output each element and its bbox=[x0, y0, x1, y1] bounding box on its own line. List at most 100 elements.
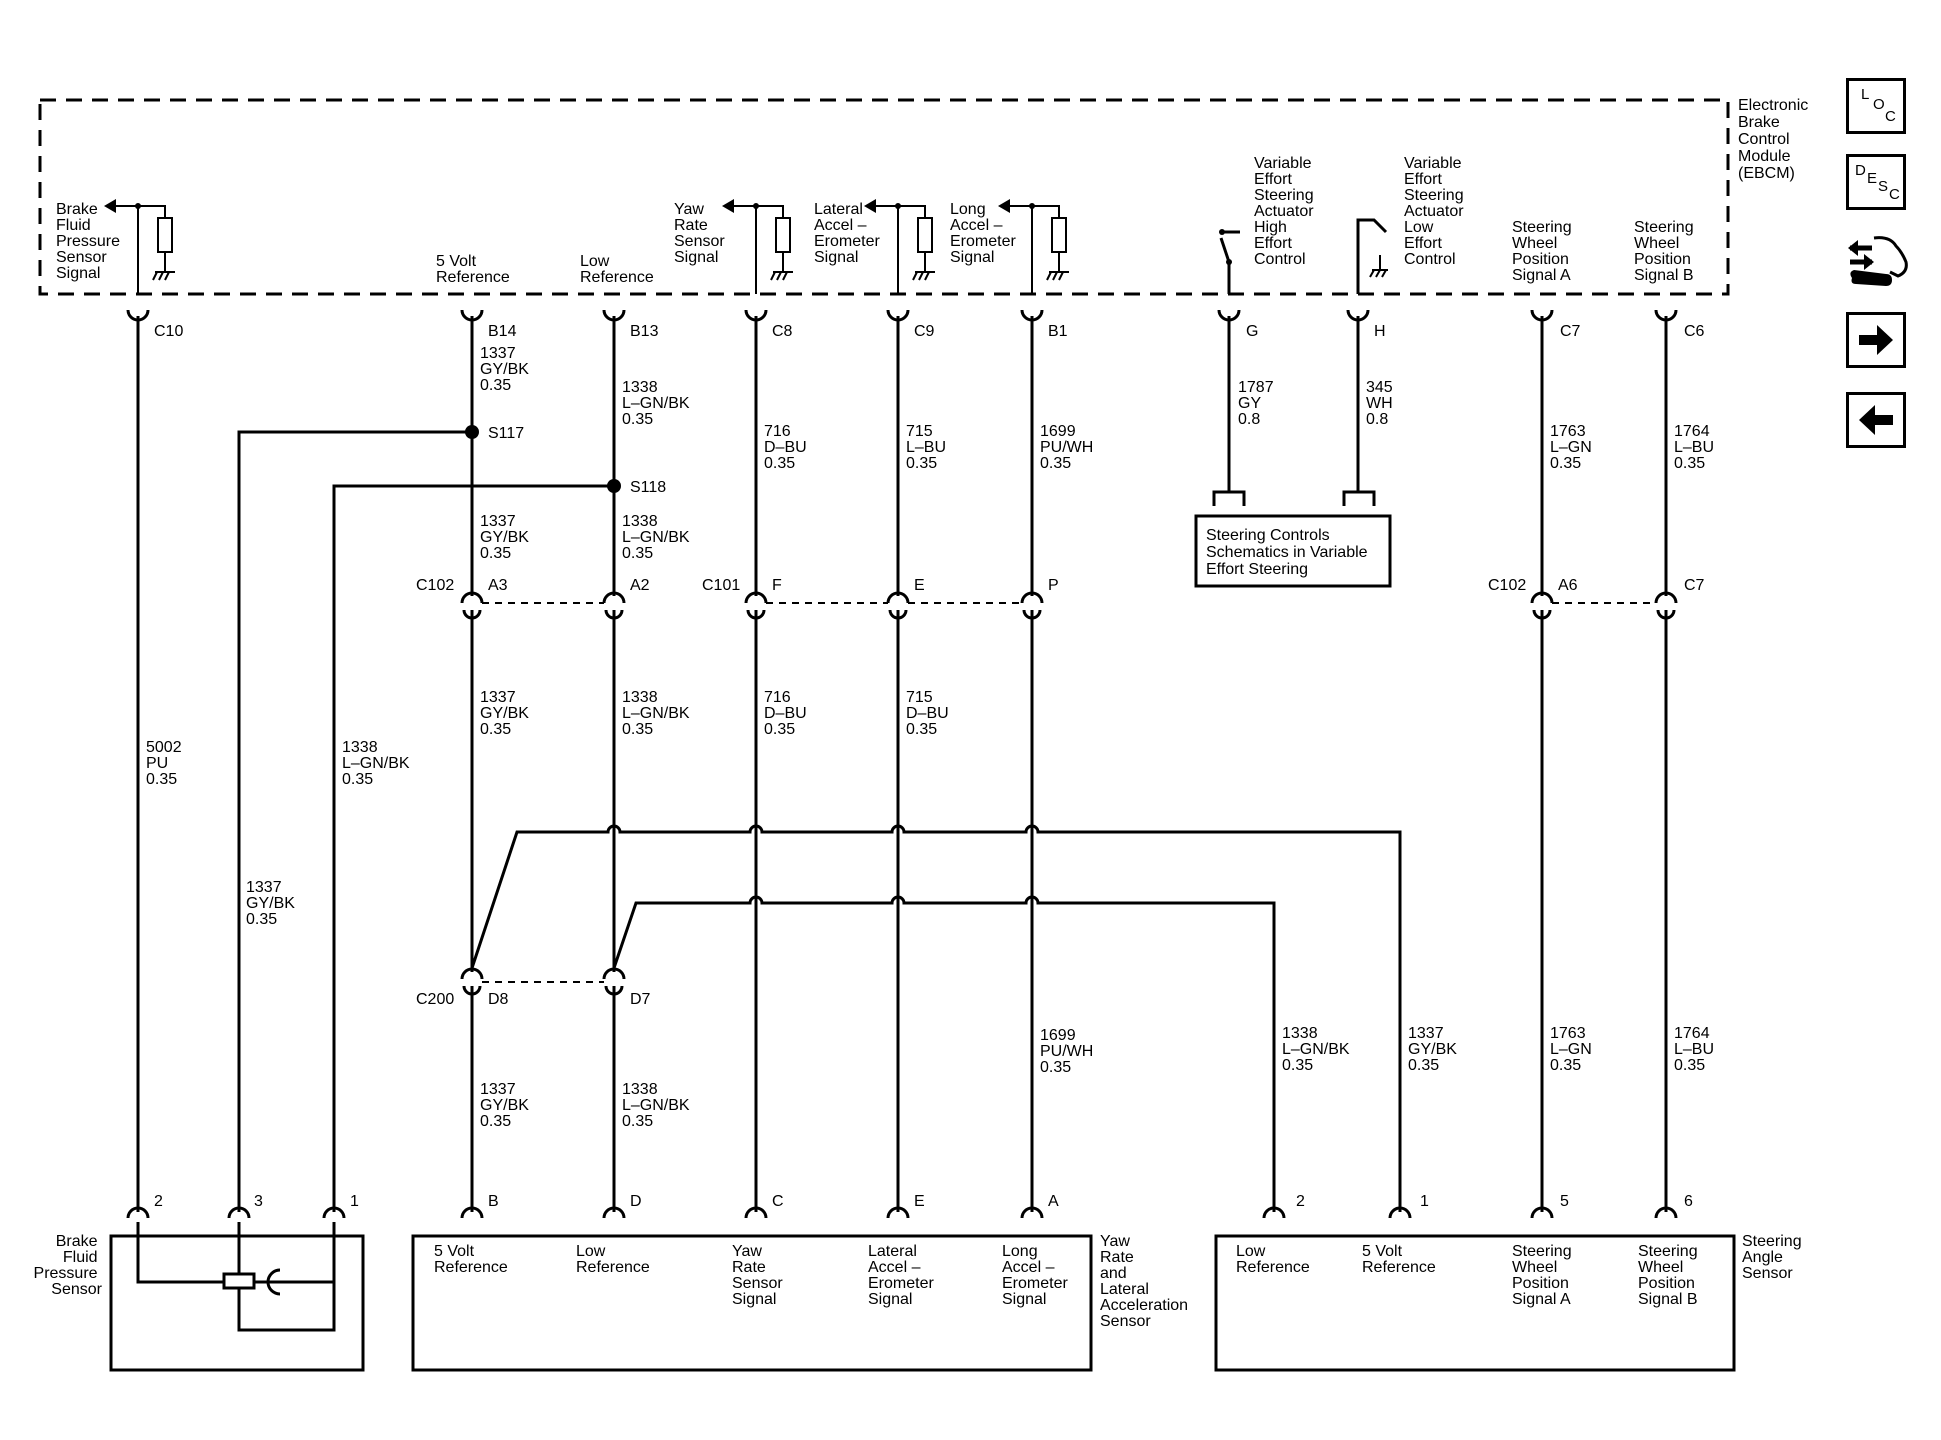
connector-c102-pin-a3: A3 bbox=[488, 577, 508, 594]
brake-sensor-pin-3: 3 bbox=[254, 1193, 263, 1210]
loc-letter-o: O bbox=[1873, 96, 1885, 113]
brake-fluid-pressure-sensor bbox=[109, 1222, 365, 1372]
wires bbox=[136, 316, 1668, 1212]
ebcm-pin-label-ves-low: Variable Effort Steering Actuator Low Ef… bbox=[1404, 155, 1468, 268]
splice-s118 bbox=[607, 479, 621, 493]
yaw-sensor-pin-c: C bbox=[772, 1193, 784, 1210]
connector-c102-right: C102 bbox=[1488, 577, 1526, 594]
connector-c102-pin-c7: C7 bbox=[1684, 577, 1705, 594]
yaw-sensor-pin-e: E bbox=[914, 1193, 925, 1210]
connector-c102-pin-a2: A2 bbox=[630, 577, 650, 594]
inline-connectors bbox=[460, 591, 1678, 620]
ves-low-switch bbox=[1356, 218, 1388, 294]
sas-pin-1: 1 bbox=[1420, 1193, 1429, 1210]
next-page-button[interactable] bbox=[1846, 312, 1906, 368]
ebcm-pin-b14: B14 bbox=[488, 323, 517, 340]
brake-sensor-pin-2: 2 bbox=[154, 1193, 163, 1210]
ebcm-pin-label-swp-a: Steering Wheel Position Signal A bbox=[1512, 219, 1576, 284]
yaw-sensor-label: Yaw Rate and Lateral Acceleration Sensor bbox=[1100, 1233, 1193, 1330]
ebcm-label: Electronic Brake Control Module (EBCM) bbox=[1738, 97, 1813, 182]
ebcm-pin-label-yaw: Yaw Rate Sensor Signal bbox=[674, 201, 729, 266]
ebcm-pin-c10: C10 bbox=[154, 323, 183, 340]
arrow-right-icon bbox=[1859, 325, 1893, 355]
ebcm-pin-b13: B13 bbox=[630, 323, 659, 340]
ebcm-terminals bbox=[126, 309, 1678, 322]
loc-letter-l: L bbox=[1861, 86, 1869, 103]
connector-c101-pin-e: E bbox=[914, 577, 925, 594]
ebcm-internal-brake-fluid bbox=[104, 199, 175, 294]
repair-tools-icon[interactable] bbox=[1846, 232, 1910, 292]
sas-pin-6: 6 bbox=[1684, 1193, 1693, 1210]
steering-angle-sensor-box bbox=[1214, 1234, 1736, 1372]
connector-c101-pin-f: F bbox=[772, 577, 782, 594]
yaw-sensor-pin-a: A bbox=[1048, 1193, 1059, 1210]
ebcm-pin-label-brake-fluid: Brake Fluid Pressure Sensor Signal bbox=[56, 201, 124, 282]
connector-c200: C200 bbox=[416, 991, 454, 1008]
sas-pin-2: 2 bbox=[1296, 1193, 1305, 1210]
connector-c101-pin-p: P bbox=[1048, 577, 1059, 594]
desc-button[interactable]: D E S C bbox=[1846, 154, 1906, 210]
connector-c200-pin-d8: D8 bbox=[488, 991, 509, 1008]
splice-s118-label: S118 bbox=[630, 479, 666, 496]
connector-c200-pin-d7: D7 bbox=[630, 991, 651, 1008]
yaw-sensor-pin-d: D bbox=[630, 1193, 642, 1210]
ebcm-internal-lateral bbox=[864, 199, 935, 294]
splice-s117 bbox=[465, 425, 479, 439]
ebcm-pin-c8: C8 bbox=[772, 323, 793, 340]
brake-sensor-pin-1: 1 bbox=[350, 1193, 359, 1210]
yaw-rate-sensor-box bbox=[411, 1234, 1093, 1372]
ebcm-pin-b1: B1 bbox=[1048, 323, 1068, 340]
splice-s117-label: S117 bbox=[488, 425, 524, 442]
previous-page-button[interactable] bbox=[1846, 392, 1906, 448]
connector-c200-shape bbox=[460, 967, 626, 996]
ebcm-pin-c9: C9 bbox=[914, 323, 935, 340]
ebcm-pin-label-lateral: Lateral Accel – Erometer Signal bbox=[814, 201, 884, 266]
ebcm-module-border bbox=[38, 98, 1730, 296]
desc-letter-s: S bbox=[1878, 178, 1888, 195]
arrow-left-icon bbox=[1859, 405, 1893, 435]
ebcm-pin-label-low-ref: Low Reference bbox=[580, 253, 654, 286]
ebcm-pin-label-ves-high: Variable Effort Steering Actuator High E… bbox=[1254, 155, 1318, 268]
ebcm-internal-long bbox=[998, 199, 1069, 294]
loc-button[interactable]: L O C bbox=[1846, 78, 1906, 134]
brake-sensor-label: Brake Fluid Pressure Sensor bbox=[34, 1233, 103, 1298]
connector-c101: C101 bbox=[702, 577, 740, 594]
steering-controls-ref[interactable]: Steering Controls Schematics in Variable… bbox=[1206, 527, 1372, 578]
loc-letter-c: C bbox=[1885, 108, 1896, 125]
desc-letter-e: E bbox=[1867, 170, 1877, 187]
sas-label: Steering Angle Sensor bbox=[1742, 1233, 1806, 1282]
connector-c102-pin-a6: A6 bbox=[1558, 577, 1578, 594]
ebcm-pin-c6: C6 bbox=[1684, 323, 1705, 340]
ebcm-pin-label-swp-b: Steering Wheel Position Signal B bbox=[1634, 219, 1698, 284]
sas-pin-5: 5 bbox=[1560, 1193, 1569, 1210]
yaw-sensor-pin-b: B bbox=[488, 1193, 499, 1210]
